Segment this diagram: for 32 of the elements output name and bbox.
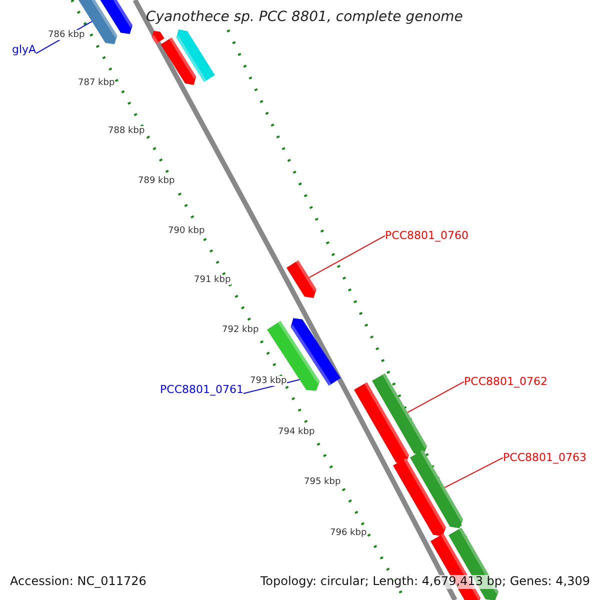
gene-feature (393, 458, 446, 536)
gene-feature (290, 318, 341, 386)
scale-label: 796 kbp (330, 528, 367, 538)
gene-label: PCC8801_0761 (160, 384, 244, 397)
gene-feature (267, 320, 320, 391)
gene-feature (410, 450, 463, 528)
gene-feature (354, 382, 409, 464)
scale-label: 794 kbp (278, 427, 315, 438)
accession-text: Accession: NC_011726 (10, 575, 146, 589)
scale-label: 792 kbp (222, 325, 259, 336)
scale-label: 790 kbp (168, 226, 205, 236)
scale-label: 788 kbp (108, 126, 145, 136)
scale-label: 795 kbp (304, 477, 341, 488)
scale-label: 793 kbp (250, 376, 287, 386)
gene-label: PCC8801_0763 (503, 452, 586, 465)
scale-label: 787 kbp (78, 78, 115, 88)
title: Cyanothece sp. PCC 8801, complete genome (146, 9, 463, 26)
leader-line (444, 457, 504, 488)
gene-feature (152, 30, 164, 44)
scale-label: 786 kbp (48, 30, 85, 40)
gene-label: PCC8801_0760 (385, 230, 468, 243)
genome-info-text: Topology: circular; Length: 4,679,413 bp; Genes: 4,309 (260, 575, 590, 589)
gene-label: PCC8801_0762 (464, 376, 548, 389)
gene-label: glyA (12, 44, 36, 57)
scale-label: 791 kbp (194, 275, 231, 286)
leader-line (308, 235, 386, 278)
leader-line (407, 381, 464, 413)
gene-feature (160, 38, 196, 85)
gene-feature (176, 29, 215, 82)
scale-label: 789 kbp (138, 176, 175, 186)
gene-feature (286, 260, 316, 298)
gene-feature (372, 373, 427, 455)
